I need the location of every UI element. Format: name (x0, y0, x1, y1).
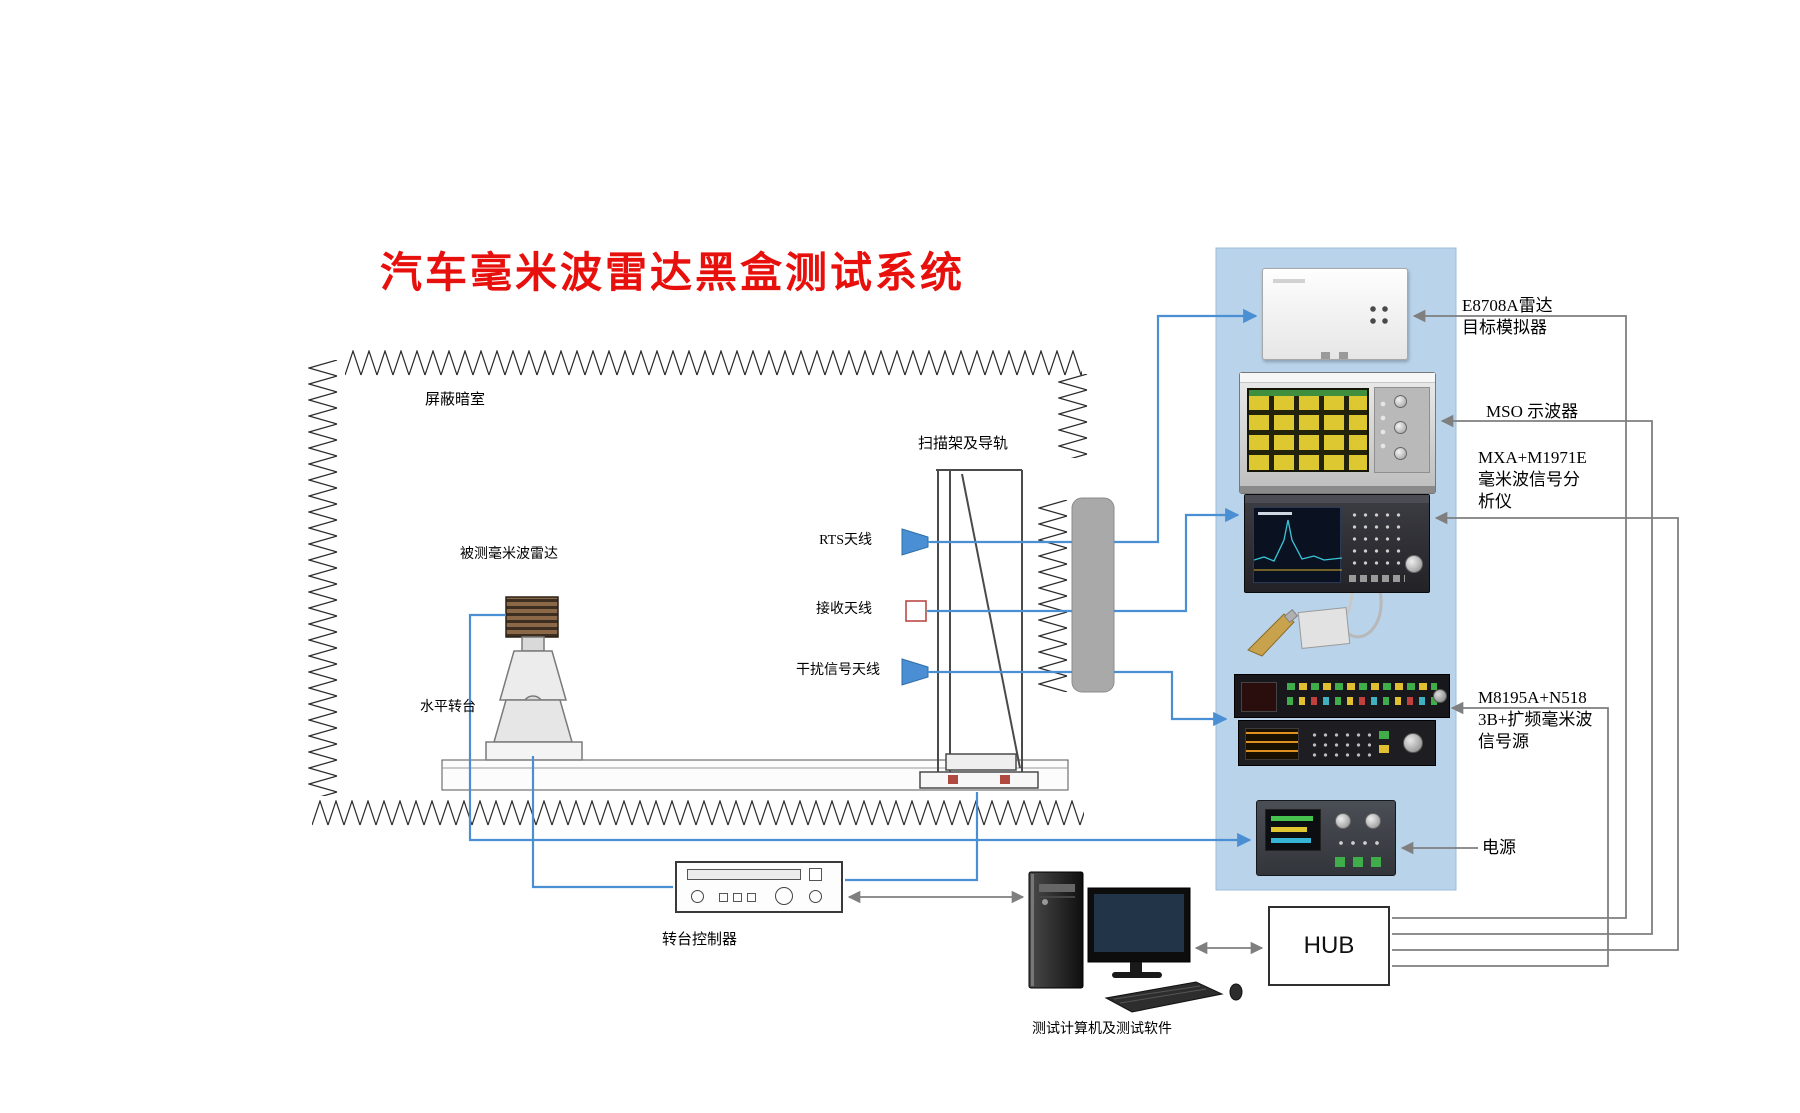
analyzer-label-line3: 析仪 (1478, 492, 1512, 511)
spectrum-trace (1254, 512, 1342, 571)
computer-label: 测试计算机及测试软件 (1032, 1022, 1172, 1037)
chamber-top-wall (345, 350, 1082, 376)
oscilloscope-device (1239, 372, 1436, 494)
oscilloscope-screen (1247, 388, 1369, 472)
computer-mouse (1229, 983, 1243, 1001)
mxg-keypad (1309, 730, 1371, 758)
analyzer-top-strip (1245, 495, 1429, 503)
chamber-right-mid-wall (1038, 500, 1068, 692)
computer-tower (1028, 871, 1084, 989)
rts-antenna-label: RTS天线 (819, 533, 872, 548)
simulator-ports (1367, 303, 1391, 327)
turntable (485, 636, 583, 761)
hub-label: HUB (1303, 932, 1355, 959)
interference-antenna-label: 干扰信号天线 (796, 663, 880, 678)
psu-reading-yellow (1271, 827, 1307, 832)
computer-monitor (1087, 887, 1191, 978)
awg-device (1234, 674, 1450, 718)
psu-knob (1365, 813, 1381, 829)
mxg-screen (1245, 728, 1299, 760)
turntable-label: 水平转台 (420, 700, 476, 715)
controller-display (687, 869, 801, 880)
simulator-label-line1: E8708A雷达 (1462, 296, 1553, 315)
chamber-label: 屏蔽暗室 (425, 392, 486, 408)
source-label-line2: 3B+扩频毫米波 (1478, 710, 1593, 729)
simulator-connector (1339, 352, 1348, 359)
signal-analyzer-device (1244, 494, 1430, 593)
analyzer-knob (1405, 555, 1423, 573)
awg-channel-labels (1287, 683, 1437, 690)
scanner-label: 扫描架及导轨 (918, 436, 1009, 452)
page-title: 汽车毫米波雷达黑盒测试系统 (380, 251, 966, 297)
source-label-line3: 信号源 (1478, 732, 1529, 751)
analyzer-label-line1: MXA+M1971E (1478, 448, 1587, 467)
analyzer-screen (1253, 507, 1342, 583)
analyzer-softkeys (1349, 575, 1405, 582)
controller-button (719, 893, 728, 902)
computer-keyboard (1104, 981, 1224, 1013)
source-label-line1: M8195A+N518 (1478, 688, 1587, 707)
simulator-label-line2: 目标模拟器 (1462, 318, 1547, 337)
power-supply-label: 电源 (1482, 838, 1516, 857)
radar-under-test (505, 596, 559, 638)
power-supply-screen (1265, 809, 1321, 851)
rts-antenna-icon (901, 528, 940, 556)
controller-switch (809, 868, 822, 881)
psu-knob (1335, 813, 1351, 829)
chamber-left-wall (308, 360, 338, 796)
oscilloscope-status-bar (1249, 390, 1367, 396)
simulator-connector (1321, 352, 1330, 359)
analyzer-label-line2: 毫米波信号分 (1478, 470, 1580, 489)
psu-reading-green (1271, 816, 1313, 821)
psu-reading-cyan (1271, 838, 1311, 843)
receive-antenna-label: 接收天线 (816, 602, 872, 617)
turntable-controller-device (675, 861, 843, 913)
interference-antenna-icon (901, 658, 940, 686)
mxg-yellow-button (1379, 745, 1389, 753)
radar-label: 被测毫米波雷达 (460, 547, 558, 562)
controller-label: 转台控制器 (662, 932, 738, 948)
controller-button (747, 893, 756, 902)
oscilloscope-bottom-strip (1240, 486, 1435, 493)
psu-buttons (1335, 839, 1383, 847)
awg-screen (1241, 682, 1277, 712)
analyzer-keypad (1349, 509, 1403, 567)
oscilloscope-knob (1394, 421, 1407, 434)
oscilloscope-knob (1394, 447, 1407, 460)
chamber-bottom-wall (312, 800, 1084, 826)
mxg-knob (1403, 733, 1423, 753)
horn-antenna-icon (1247, 609, 1299, 657)
power-supply-device (1256, 800, 1396, 876)
chamber-right-top-wall (1058, 374, 1088, 458)
hub-box: HUB (1268, 906, 1390, 986)
test-computer (1028, 871, 1243, 1013)
target-simulator-device (1262, 268, 1408, 360)
mixer-module (1297, 607, 1351, 649)
oscilloscope-knob (1394, 395, 1407, 408)
controller-knob-large (775, 887, 793, 905)
mxg-device (1238, 720, 1436, 766)
oscilloscope-buttons (1378, 397, 1388, 457)
awg-connectors (1287, 697, 1437, 705)
controller-knob-small (691, 890, 704, 903)
oscilloscope-label: MSO 示波器 (1486, 402, 1579, 421)
feedthrough-panel (1071, 497, 1115, 693)
awg-knob (1433, 689, 1447, 703)
simulator-vent (1273, 279, 1305, 283)
controller-button (733, 893, 742, 902)
oscilloscope-top-strip (1240, 373, 1435, 383)
receive-antenna-icon (905, 600, 940, 622)
controller-knob-small (809, 890, 822, 903)
scanner-frame (919, 469, 1039, 789)
psu-output-terminals (1335, 857, 1387, 867)
mxg-green-button (1379, 731, 1389, 739)
